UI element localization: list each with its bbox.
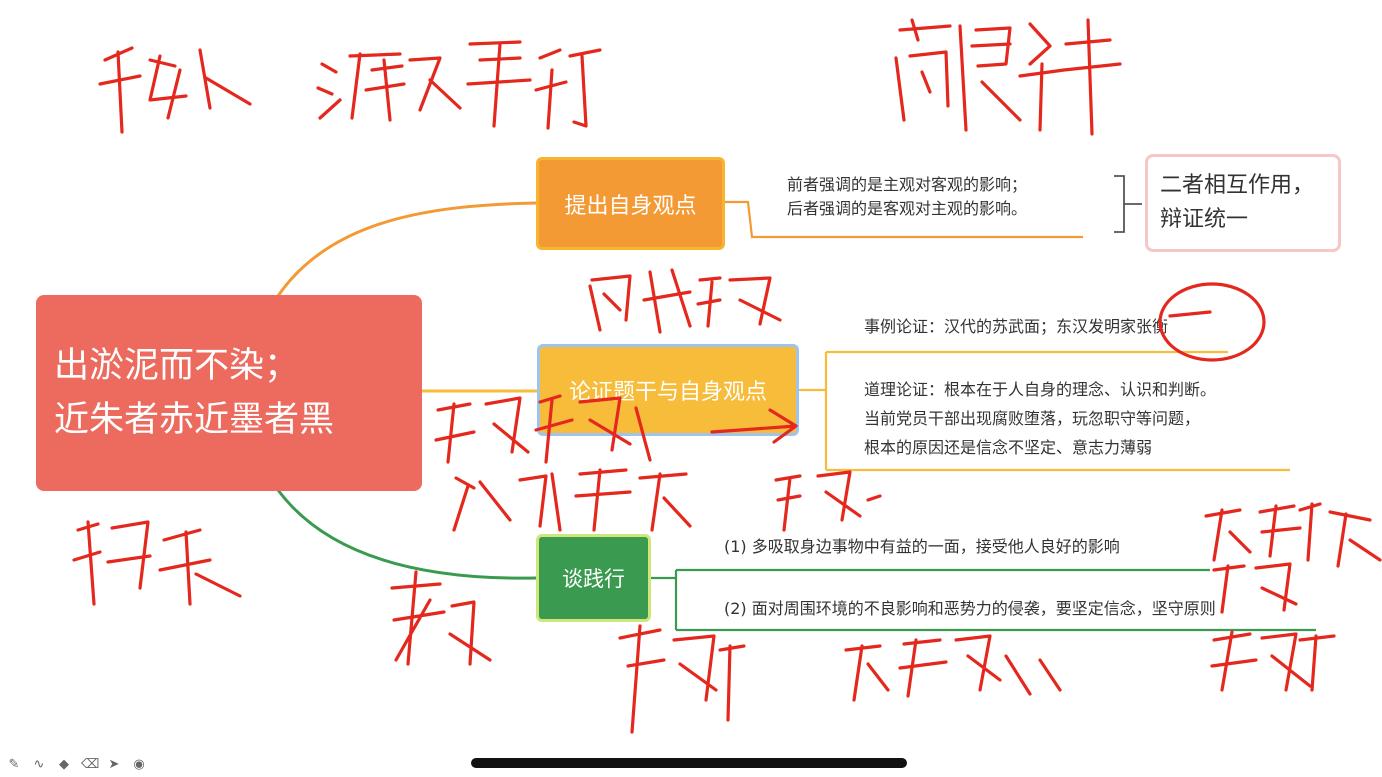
branch-label: 谈践行 — [562, 567, 625, 591]
leaf-reason-argument[interactable]: 道理论证：根本在于人自身的理念、认识和判断。 当前党员干部出现腐败堕落，玩忽职守… — [864, 375, 1216, 462]
leaf-line: 当前党员干部出现腐败堕落，玩忽职守等问题， — [864, 409, 1201, 428]
central-topic[interactable]: 出淤泥而不染； 近朱者赤近墨者黑 — [36, 295, 422, 491]
leaf-line: (2) 面对周围环境的不良影响和恶势力的侵袭，要坚定信念，坚守原则 — [724, 599, 1216, 618]
ink-annotation-top-left-1 — [98, 46, 252, 134]
annotation-toolbar: ✎ ∿ ◆ ⌫ ➤ ◉ — [6, 755, 147, 773]
pointer-icon[interactable]: ➤ — [108, 756, 120, 772]
branch-label: 提出自身观点 — [564, 193, 697, 219]
leaf-line: 事例论证：汉代的苏武面；东汉发明家张衡 — [864, 317, 1169, 336]
ink-annotation-environment-2 — [774, 470, 882, 532]
summary-line-2: 辩证统一 — [1160, 207, 1249, 232]
connector-central-branch3 — [276, 489, 537, 580]
branch-label: 论证题干与自身观点 — [568, 380, 767, 405]
ink-annotation-senses — [588, 268, 782, 334]
summary-dialectical-unity[interactable]: 二者相互作用， 辩证统一 — [1145, 154, 1341, 252]
curve-icon[interactable]: ∿ — [33, 756, 45, 772]
ink-annotation-greater-effect — [452, 468, 692, 532]
leaf-line: 后者强调的是客观对主观的影响。 — [787, 199, 1028, 218]
leaf-practice-1[interactable]: (1) 多吸取身边事物中有益的一面，接受他人良好的影响 — [724, 535, 1120, 559]
leaf-subjective-objective[interactable]: 前者强调的是主观对客观的影响； 后者强调的是客观对主观的影响。 — [787, 173, 1027, 221]
ink-annotation-top-left-2 — [316, 40, 602, 130]
ink-annotation-continuous — [1204, 502, 1382, 568]
ink-annotation-reference — [72, 520, 242, 606]
ink-annotation-top-right — [894, 18, 1122, 136]
ink-annotation-bottom-line — [618, 624, 746, 734]
home-indicator[interactable] — [471, 758, 907, 768]
summary-line-1: 二者相互作用， — [1160, 173, 1315, 198]
eraser-icon[interactable]: ⌫ — [81, 756, 100, 772]
ink-annotation-original-aspiration — [844, 634, 1062, 702]
central-topic-line-2: 近朱者赤近墨者黑 — [54, 400, 335, 440]
pen-icon[interactable]: ✎ — [8, 756, 20, 772]
leaf-practice-2[interactable]: (2) 面对周围环境的不良影响和恶势力的侵袭，要坚定信念，坚守原则 — [724, 597, 1216, 621]
ink-circle — [1158, 282, 1266, 362]
ink-annotation-strength — [1212, 562, 1298, 614]
branch-practice[interactable]: 谈践行 — [536, 534, 651, 622]
branch-propose-viewpoint[interactable]: 提出自身观点 — [536, 157, 725, 250]
ink-annotation-exam-point — [390, 570, 492, 666]
leaf-line: 前者强调的是主观对客观的影响； — [787, 175, 1028, 194]
central-topic-line-1: 出淤泥而不染； — [54, 346, 300, 386]
summary-bracket — [1114, 175, 1142, 233]
leaf-line: (1) 多吸取身边事物中有益的一面，接受他人良好的影响 — [724, 537, 1120, 556]
record-icon[interactable]: ◉ — [133, 756, 145, 772]
ink-annotation-discipline — [1210, 630, 1336, 692]
leaf-line: 道理论证：根本在于人自身的理念、认识和判断。 — [864, 380, 1217, 399]
ink-underline — [1168, 310, 1212, 318]
shape-icon[interactable]: ◆ — [59, 756, 69, 772]
leaf-example-argument[interactable]: 事例论证：汉代的苏武面；东汉发明家张衡 — [864, 315, 1168, 339]
leaf-line: 根本的原因还是信念不坚定、意志力薄弱 — [864, 438, 1153, 457]
connector-central-branch1 — [276, 201, 537, 297]
branch-argue-viewpoint[interactable]: 论证题干与自身观点 — [537, 344, 799, 436]
